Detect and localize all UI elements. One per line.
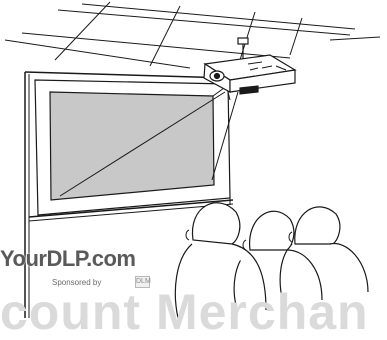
projection-beam — [59, 83, 239, 197]
projector — [203, 37, 297, 95]
watermark-sponsor-logo: DLM — [135, 276, 151, 288]
person-left — [174, 202, 267, 319]
ceiling-grid — [4, 1, 381, 69]
screen-image-area — [49, 91, 215, 201]
person-middle — [233, 210, 323, 306]
projection-setup-illustration — [4, 1, 381, 319]
watermark-sponsor: Sponsored by — [52, 278, 102, 287]
person-right — [279, 206, 369, 299]
projector-body-side — [229, 69, 296, 93]
audience — [174, 202, 369, 319]
ceiling-mount-cap — [237, 37, 249, 45]
ears — [185, 229, 293, 251]
projector-vents — [247, 61, 287, 71]
screen-top-bar — [24, 71, 230, 79]
watermark-site: YourDLP.com — [0, 246, 136, 271]
projector-foot — [239, 85, 259, 95]
screen-bottom-bar — [28, 199, 234, 218]
screen-bottom-bar-2 — [28, 203, 234, 222]
watermark-banner: count Merchan — [0, 284, 369, 340]
projection-screen — [24, 71, 234, 318]
projector-lens-inner — [213, 72, 221, 80]
